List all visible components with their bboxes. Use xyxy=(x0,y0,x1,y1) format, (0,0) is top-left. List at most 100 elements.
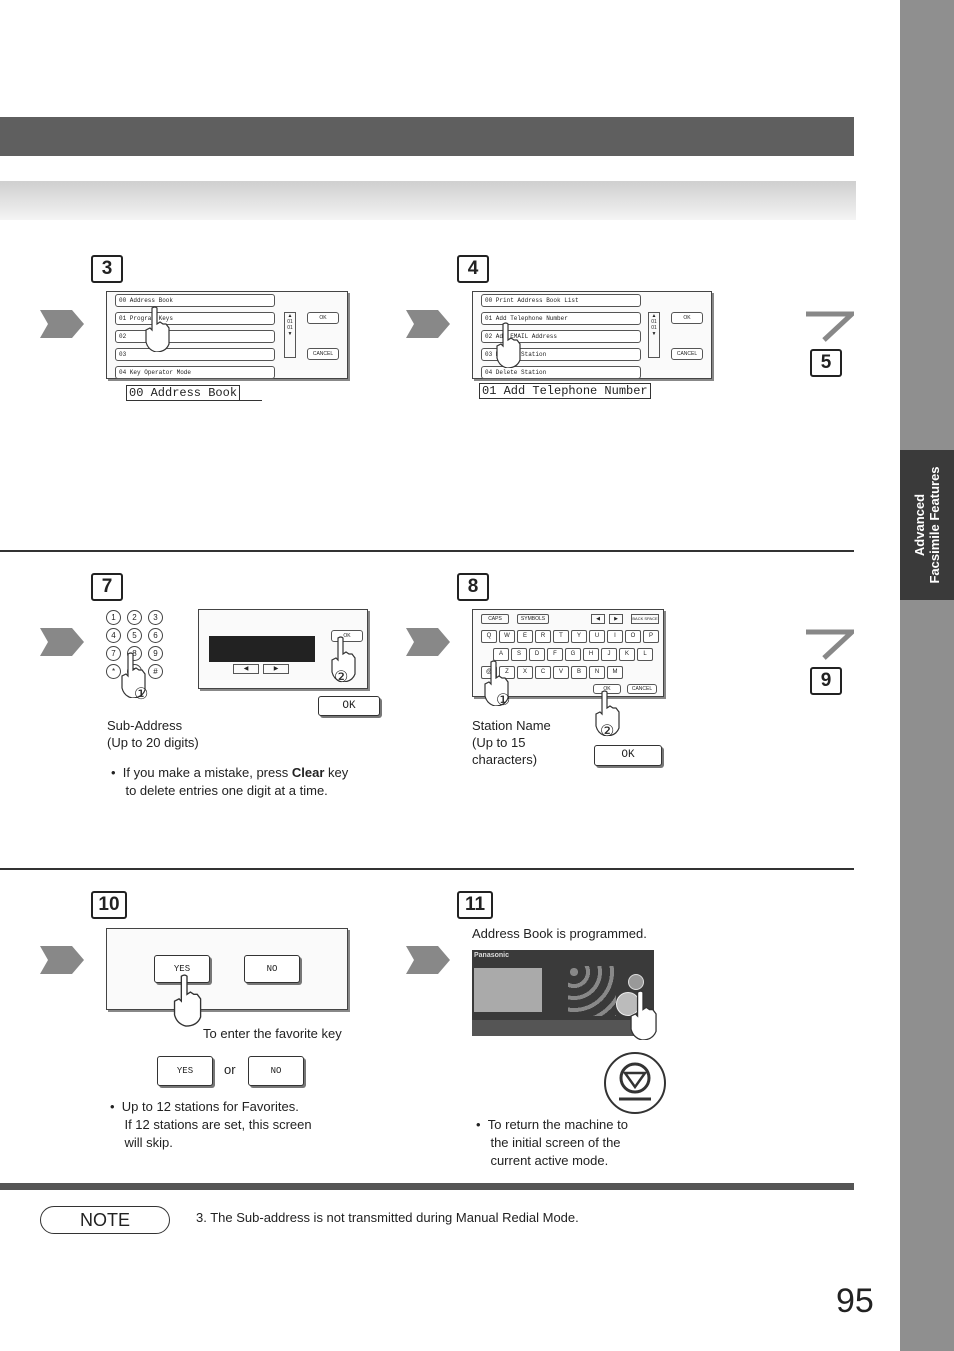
keypad-key[interactable]: 4 xyxy=(106,628,121,643)
keyboard-key[interactable]: Y xyxy=(571,630,587,643)
no-button[interactable]: NO xyxy=(244,955,300,983)
brand-logo: Panasonic xyxy=(474,952,510,959)
numeric-keypad: 1 2 3 4 5 6 7 8 9 * 0 # xyxy=(104,608,172,684)
keypad-key[interactable]: 6 xyxy=(148,628,163,643)
caps-button[interactable]: CAPS xyxy=(481,614,509,624)
menu-row[interactable]: 01 Program Keys xyxy=(115,312,275,325)
pointing-hand-icon xyxy=(496,322,521,368)
step-number: 10 xyxy=(91,891,127,919)
keyboard-key[interactable]: Z xyxy=(499,666,515,679)
keypad-key[interactable]: 2 xyxy=(127,610,142,625)
goto-arrow-icon xyxy=(806,629,854,660)
keyboard-key[interactable]: S xyxy=(511,648,527,661)
keypad-key[interactable]: 9 xyxy=(148,646,163,661)
caption: Station Name (Up to 15 characters) xyxy=(472,717,551,768)
menu-row[interactable]: 03 xyxy=(115,348,275,361)
lcd-display: 00 Address Book xyxy=(126,385,262,401)
keyboard-key[interactable]: O xyxy=(625,630,641,643)
keypad-key[interactable]: * xyxy=(106,664,121,679)
step-number: 8 xyxy=(457,573,489,601)
bullet-text: to delete entries one digit at a time. xyxy=(125,783,328,798)
keyboard-key[interactable]: C xyxy=(535,666,551,679)
menu-row[interactable]: 04 Delete Station xyxy=(481,366,641,379)
control-panel: Panasonic xyxy=(472,950,654,1036)
left-arrow-button[interactable]: ◀ xyxy=(591,614,605,624)
menu-row[interactable]: 00 Address Book xyxy=(115,294,275,307)
lcd-text: 00 Address Book xyxy=(126,385,241,401)
caption-line: characters) xyxy=(472,752,538,767)
keyboard-key[interactable]: L xyxy=(637,648,653,661)
caption-line: Sub-Address xyxy=(107,718,183,733)
ok-button-large[interactable]: OK xyxy=(318,696,380,716)
cancel-button[interactable]: CANCEL xyxy=(627,684,657,694)
cancel-button[interactable]: CANCEL xyxy=(671,348,703,360)
keyboard-key[interactable]: M xyxy=(607,666,623,679)
keyboard-key[interactable]: N xyxy=(589,666,605,679)
backspace-button[interactable]: BACK SPACE xyxy=(631,614,659,624)
keyboard-key[interactable]: K xyxy=(619,648,635,661)
no-button[interactable]: NO xyxy=(248,1056,304,1086)
note-text: 3. The Sub-address is not transmitted du… xyxy=(196,1210,579,1225)
keyboard-key[interactable]: F xyxy=(547,648,563,661)
bullet-text: will skip. xyxy=(124,1135,173,1150)
menu-row[interactable]: 04 Key Operator Mode xyxy=(115,366,275,379)
right-arrow-button[interactable]: ▶ xyxy=(609,614,623,624)
bottom-rule xyxy=(0,1183,854,1190)
stop-button-icon[interactable] xyxy=(603,1051,667,1115)
keypad-key[interactable]: 7 xyxy=(106,646,121,661)
right-arrow-button[interactable]: ▶ xyxy=(263,664,289,674)
menu-row[interactable]: 01 Add Telephone Number xyxy=(481,312,641,325)
keyboard-key[interactable]: E xyxy=(517,630,533,643)
yes-button[interactable]: YES xyxy=(157,1056,213,1086)
keyboard-key[interactable]: X xyxy=(517,666,533,679)
keypad-key[interactable]: 1 xyxy=(106,610,121,625)
step-arrow-icon xyxy=(406,310,450,338)
keyboard-key[interactable]: U xyxy=(589,630,605,643)
step-number: 5 xyxy=(810,349,842,377)
keyboard-key[interactable]: G xyxy=(565,648,581,661)
touch-screen: 00 Address Book 01 Program Keys 02 03 04… xyxy=(106,291,348,379)
input-field[interactable] xyxy=(209,636,315,662)
keyboard-key[interactable]: Q xyxy=(481,630,497,643)
keypad-key[interactable]: 3 xyxy=(148,610,163,625)
pointing-hand-icon xyxy=(484,660,509,706)
menu-row[interactable]: 02 xyxy=(115,330,275,343)
keyboard-key[interactable]: D xyxy=(529,648,545,661)
keyboard-key[interactable]: V xyxy=(553,666,569,679)
keyboard-key[interactable]: W xyxy=(499,630,515,643)
cancel-button[interactable]: CANCEL xyxy=(307,348,339,360)
keypad-key[interactable]: # xyxy=(148,664,163,679)
subheader-bar xyxy=(0,181,856,220)
menu-row[interactable]: 02 Add EMAIL Address xyxy=(481,330,641,343)
keyboard-key[interactable]: J xyxy=(601,648,617,661)
keyboard-key[interactable]: I xyxy=(607,630,623,643)
keyboard-key[interactable]: P xyxy=(643,630,659,643)
note-label: NOTE xyxy=(40,1206,170,1234)
pointing-hand-icon xyxy=(331,636,356,682)
caption: To enter the favorite key xyxy=(203,1026,342,1041)
keyboard-key[interactable]: H xyxy=(583,648,599,661)
caption-line: (Up to 15 xyxy=(472,735,526,750)
symbols-button[interactable]: SYMBOLS xyxy=(517,614,549,624)
keyboard-key[interactable]: B xyxy=(571,666,587,679)
bullet-text: Up to 12 stations for Favorites. xyxy=(121,1099,299,1114)
bullet-text: If you make a mistake, press xyxy=(122,765,292,780)
keyboard-key[interactable]: A xyxy=(493,648,509,661)
ok-button-large[interactable]: OK xyxy=(594,745,662,766)
caption-line: (Up to 20 digits) xyxy=(107,735,199,750)
keyboard-key[interactable]: R xyxy=(535,630,551,643)
keyboard-key[interactable]: T xyxy=(553,630,569,643)
ok-button[interactable]: OK xyxy=(307,312,339,324)
step-number: 11 xyxy=(457,891,493,919)
bullet-note: • If you make a mistake, press Clear key… xyxy=(111,765,349,798)
keypad-key[interactable]: 5 xyxy=(127,628,142,643)
menu-row[interactable]: 00 Print Address Book List xyxy=(481,294,641,307)
goto-arrow-icon xyxy=(806,311,854,342)
stop-key[interactable] xyxy=(628,974,644,990)
caption-line: Station Name xyxy=(472,718,551,733)
ok-button[interactable]: OK xyxy=(671,312,703,324)
bullet-text: If 12 stations are set, this screen xyxy=(124,1117,312,1132)
left-arrow-button[interactable]: ◀ xyxy=(233,664,259,674)
